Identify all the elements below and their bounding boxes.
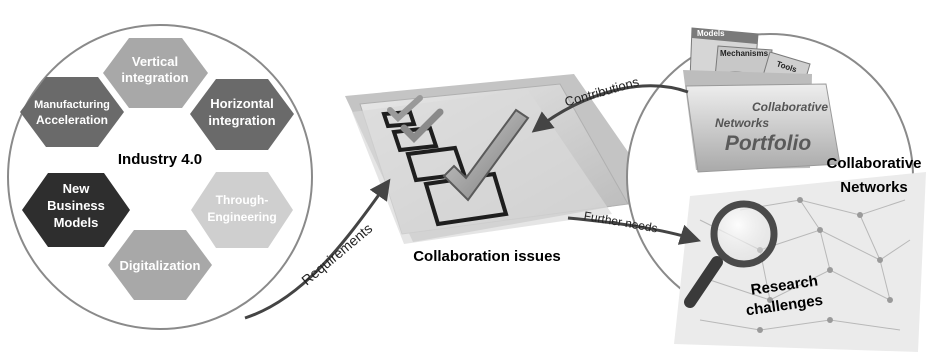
hexagon-label-line: Vertical: [132, 54, 178, 69]
hexagon-digitalization: Digitalization: [108, 230, 212, 300]
check-mark-icon: [400, 108, 444, 143]
hexagon-shape: [190, 79, 294, 150]
large-check-mark-icon: [442, 108, 530, 202]
portfolio-folder-icon: Models Mechanisms Tools Collaborative Ne…: [683, 27, 841, 173]
hexagon-label-line: Engineering: [207, 210, 276, 224]
check-mark-icon: [387, 95, 423, 123]
hexagon-label-line: New: [63, 181, 91, 196]
hexagon-label-line: Models: [54, 215, 99, 230]
requirements-label: Requirements: [298, 220, 375, 288]
hexagon-label-line: Through-: [216, 193, 269, 207]
models-tab-label: Models: [697, 29, 725, 38]
hexagon-label-line: Business: [47, 198, 105, 213]
portfolio-label-line: Collaborative: [752, 100, 828, 114]
magnifier-icon: [684, 200, 778, 308]
portfolio-label-big: Portfolio: [725, 132, 811, 155]
further-needs-arrow-line: [567, 216, 701, 245]
portfolio-label-line: Networks: [715, 116, 769, 130]
mechanisms-tab-label: Mechanisms: [720, 49, 769, 58]
hexagon-horizontal-integration: Horizontal integration: [190, 79, 294, 150]
hexagon-new-business-models: New Business Models: [22, 173, 130, 247]
hexagon-label-line: Horizontal: [210, 96, 274, 111]
hexagon-shape: [108, 230, 212, 300]
folder-front: [685, 83, 841, 173]
industry-title: Industry 4.0: [118, 151, 202, 168]
hexagon-manufacturing-acceleration: Manufacturing Acceleration: [20, 77, 124, 147]
hexagon-through-engineering: Through- Engineering: [191, 172, 293, 248]
hexagon-vertical-integration: Vertical integration: [103, 38, 208, 108]
models-card-header: [692, 28, 758, 44]
networks-title-line: Collaborative: [826, 155, 921, 172]
hexagon-label-line: integration: [121, 70, 188, 85]
magnifier-lens: [710, 200, 778, 268]
hexagon-shape: [191, 172, 293, 248]
hexagon-shape: [20, 77, 124, 147]
hexagon-shape: [103, 38, 208, 108]
checkbox: [405, 145, 467, 183]
contributions-arrow-line: [531, 84, 689, 133]
networks-title-line: Networks: [840, 179, 908, 196]
hexagon-label-line: Manufacturing: [34, 99, 110, 111]
hexagon-shape: [22, 173, 130, 247]
hexagon-label-line: integration: [208, 113, 275, 128]
hexagon-label-line: Acceleration: [36, 113, 108, 127]
hexagon-label-line: Digitalization: [120, 258, 201, 273]
requirements-arrow-line: [244, 178, 391, 320]
collaboration-issues-title: Collaboration issues: [413, 248, 561, 265]
magnifier-handle: [684, 256, 723, 308]
